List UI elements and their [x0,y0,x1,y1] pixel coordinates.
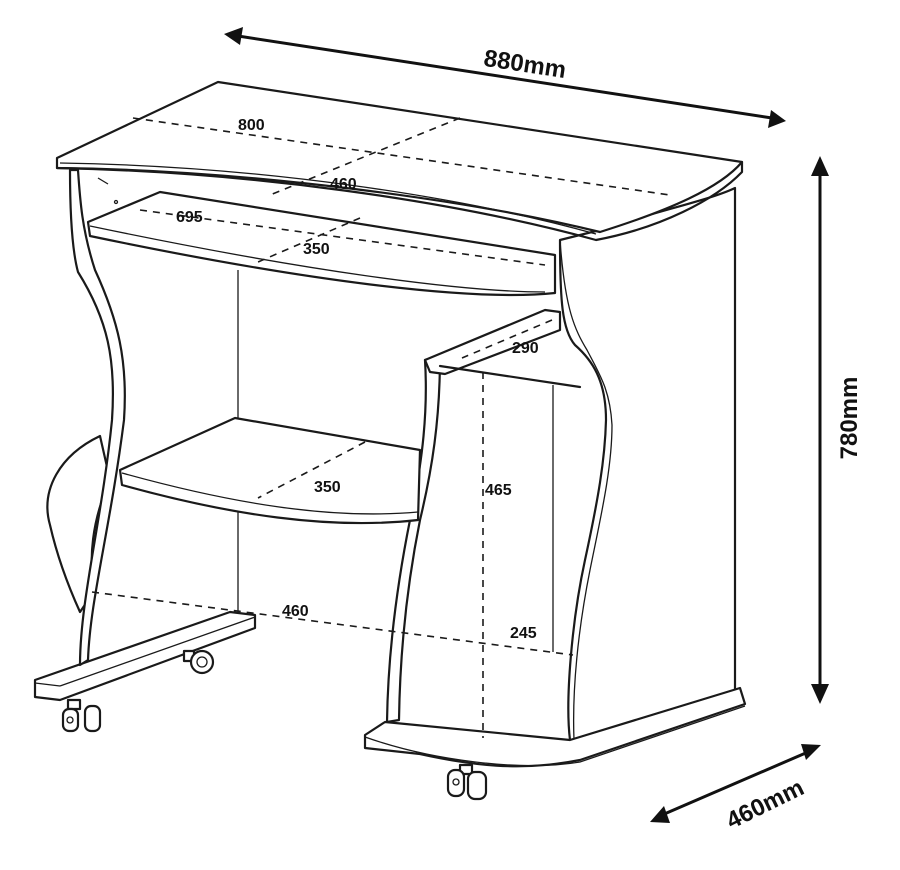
cpu-top-depth-label: 290 [512,340,539,357]
cpu-base-depth-label: 245 [510,625,537,642]
cpu-height-label: 465 [485,482,512,499]
left-rear-stand [46,434,112,614]
shelf-depth-label: 350 [314,479,341,496]
tray-width-line [139,209,546,266]
lower-shelf [118,416,422,525]
top-width-label: 800 [238,117,265,134]
height-label: 780mm [836,377,863,460]
cpu-divider-panel [385,354,442,724]
cpu-caster-icon [446,763,488,801]
right-side-panel [558,186,737,742]
height-dimension-arrow [811,156,829,704]
width-dimension-arrow [224,27,786,128]
cpu-base [363,686,747,768]
cpu-top-shelf [423,308,562,376]
base-depth-line [91,591,574,656]
front-left-caster-icon [61,698,102,733]
top-depth-label: 460 [330,176,357,193]
tray-depth-line [257,217,361,263]
left-side-panel [68,168,126,667]
top-depth-line [269,117,461,196]
depth-dimension-arrow [650,744,821,823]
keyboard-tray [86,190,557,297]
keyboard-depth-label: 350 [303,241,330,258]
rear-caster-icon [182,649,215,675]
width-label: 880mm [482,45,568,84]
cpu-top-depth-line [461,319,553,359]
keyboard-width-label: 695 [176,209,203,226]
desk-drawing [33,80,747,801]
base-depth-label: 460 [282,603,309,620]
